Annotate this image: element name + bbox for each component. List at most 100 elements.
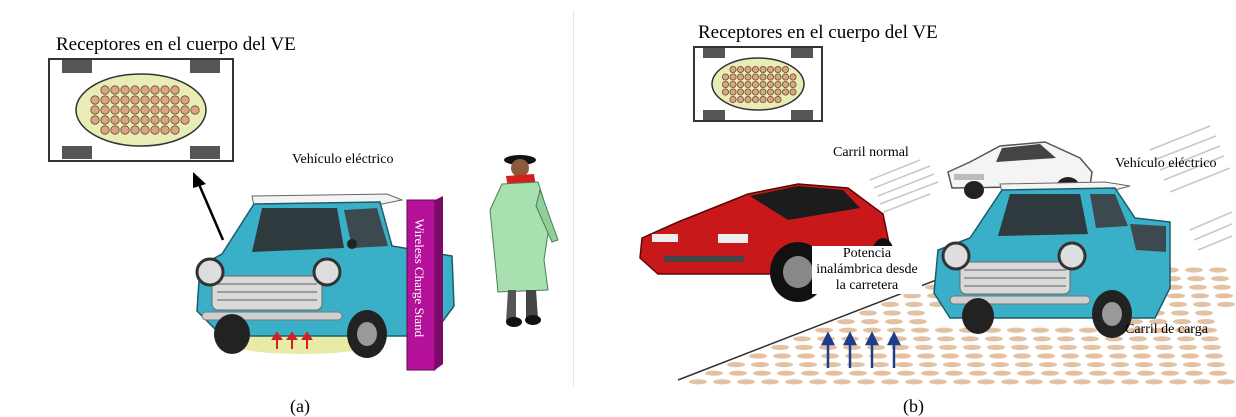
- lane-coil: [1113, 370, 1131, 376]
- coil: [767, 96, 775, 104]
- receiver-diagram-a: [48, 58, 234, 162]
- lane-coil: [773, 353, 791, 359]
- white-car: [947, 141, 1093, 199]
- coil: [759, 96, 767, 104]
- lane-coil: [1167, 293, 1185, 299]
- wheel-fl: [62, 60, 92, 73]
- lane-coil: [871, 362, 889, 368]
- coil: [744, 65, 752, 73]
- lane-coil: [1017, 370, 1035, 376]
- lane-coil: [1145, 379, 1163, 385]
- coil: [721, 73, 729, 81]
- lane-coil: [1129, 336, 1147, 342]
- lane-coil: [1169, 301, 1187, 307]
- lane-coil: [911, 327, 929, 333]
- lane-coil: [941, 353, 959, 359]
- coil: [120, 95, 130, 105]
- lane-coil: [869, 353, 887, 359]
- lane-coil: [1085, 353, 1103, 359]
- lane-coil: [929, 379, 947, 385]
- lane-coil: [1201, 336, 1219, 342]
- lane-coil: [895, 362, 913, 368]
- lane-coil: [801, 370, 819, 376]
- lane-coil: [753, 370, 771, 376]
- lane-coil: [915, 344, 933, 350]
- coil: [110, 105, 120, 115]
- coil: [782, 73, 790, 81]
- lane-coil: [727, 362, 745, 368]
- lane-coil: [1039, 362, 1057, 368]
- coil: [767, 81, 775, 89]
- coil: [774, 73, 782, 81]
- coil: [759, 88, 767, 96]
- coil: [160, 95, 170, 105]
- lane-coil: [1213, 284, 1231, 290]
- lane-coil: [897, 370, 915, 376]
- coil: [737, 73, 745, 81]
- lane-coil: [873, 370, 891, 376]
- coil: [90, 105, 100, 115]
- coil: [160, 125, 170, 135]
- lane-coil: [809, 379, 827, 385]
- lane-coil: [713, 379, 731, 385]
- lane-coil: [1007, 327, 1025, 333]
- receiver-coils-a: [90, 85, 200, 135]
- lane-coil: [1175, 327, 1193, 333]
- coil: [150, 105, 160, 115]
- coil: [782, 65, 790, 73]
- vehicle-label-b: Vehículo eléctrico: [1115, 156, 1217, 171]
- coil: [774, 65, 782, 73]
- lane-coil: [1061, 353, 1079, 359]
- coil: [110, 85, 120, 95]
- lane-coil: [967, 362, 985, 368]
- lane-coil: [1195, 310, 1213, 316]
- lane-coil: [859, 310, 877, 316]
- lane-coil: [977, 379, 995, 385]
- lane-coil: [1185, 267, 1203, 273]
- lane-coil: [937, 336, 955, 342]
- coil: [752, 73, 760, 81]
- lane-coil: [1087, 362, 1105, 368]
- road-power-callout: Potencia inalámbrica desde la carretera: [812, 246, 922, 294]
- lane-coil: [1001, 379, 1019, 385]
- lane-coil: [863, 327, 881, 333]
- coil: [170, 105, 180, 115]
- lane-coil: [1131, 344, 1149, 350]
- lane-coil: [775, 362, 793, 368]
- lane-coil: [1217, 379, 1235, 385]
- lane-coil: [1015, 362, 1033, 368]
- lane-coil: [847, 362, 865, 368]
- lane-coil: [943, 362, 961, 368]
- coil: [140, 95, 150, 105]
- coil: [744, 73, 752, 81]
- coil: [150, 125, 160, 135]
- coil: [160, 85, 170, 95]
- lane-coil: [793, 336, 811, 342]
- coil: [744, 96, 752, 104]
- lane-coil: [881, 379, 899, 385]
- lane-coil: [1209, 267, 1227, 273]
- headlight-left: [652, 234, 678, 242]
- coil: [140, 125, 150, 135]
- lane-coil: [1179, 344, 1197, 350]
- lane-coil: [1121, 379, 1139, 385]
- lane-coil: [1059, 344, 1077, 350]
- coil: [752, 65, 760, 73]
- coil: [729, 65, 737, 73]
- lane-coil: [1089, 370, 1107, 376]
- coil: [767, 88, 775, 96]
- lane-coil: [1199, 327, 1217, 333]
- lane-coil: [1037, 353, 1055, 359]
- lane-coil: [1073, 379, 1091, 385]
- coil: [130, 115, 140, 125]
- coil: [170, 125, 180, 135]
- coil: [729, 88, 737, 96]
- coil: [721, 88, 729, 96]
- wireless-charge-stand: [406, 196, 443, 371]
- lane-coil: [987, 344, 1005, 350]
- lane-coil: [797, 353, 815, 359]
- lane-coil: [737, 379, 755, 385]
- coil: [150, 85, 160, 95]
- wheel-fr: [190, 60, 220, 73]
- lane-coil: [1177, 336, 1195, 342]
